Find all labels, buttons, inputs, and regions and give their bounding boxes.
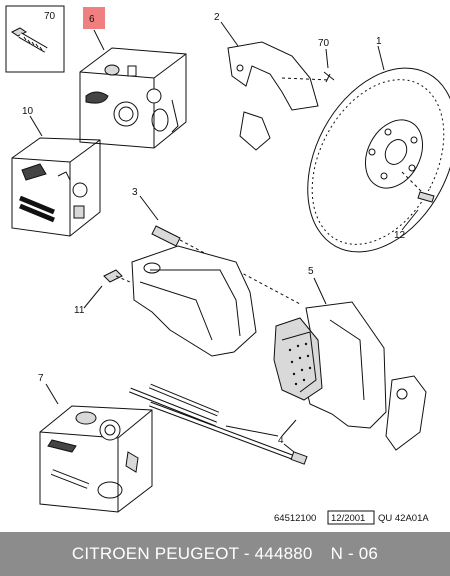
- callout-6: 6: [89, 14, 95, 25]
- guide-bolt-icon: [19, 195, 55, 215]
- clip-icon: [125, 451, 139, 473]
- boot-icon: [151, 108, 169, 132]
- bushing-icon: [146, 88, 162, 104]
- spring-icon: [57, 171, 71, 181]
- wheel-stud: 12: [394, 171, 435, 241]
- brake-pads: [273, 317, 323, 401]
- callout-4: 4: [278, 435, 284, 446]
- callout-10: 10: [22, 106, 34, 117]
- highlight-callout-6: [83, 7, 105, 29]
- dust-shield: 2: [214, 12, 319, 151]
- pin-icon: [151, 225, 181, 247]
- cap-icon: [104, 64, 120, 76]
- piston-seal-icon: [75, 411, 97, 425]
- callout-2: 2: [214, 12, 220, 23]
- caliper-bolt-kit-box: 10: [11, 106, 101, 237]
- callout-3: 3: [132, 187, 138, 198]
- brake-disc: 1: [307, 36, 450, 253]
- footer-bar: CITROEN PEUGEOT - 444880 N - 06: [0, 532, 450, 576]
- spring-clip-icon: [171, 99, 179, 133]
- callout-12: 12: [394, 230, 406, 241]
- bleed-screw: 11: [74, 269, 131, 316]
- callout-11: 11: [74, 305, 85, 316]
- seal-ring-icon: [113, 101, 139, 127]
- ref-date: 12/2001: [331, 513, 365, 524]
- callout-1: 1: [376, 36, 382, 47]
- bolt-icon: [11, 27, 48, 53]
- ref-code: QU 42A01A: [378, 513, 429, 524]
- pad-clip-icon: [21, 163, 47, 181]
- pin-icon: [127, 65, 137, 77]
- screw-icon: [323, 71, 335, 83]
- piston-icon: [99, 419, 121, 441]
- caliper-body: [131, 245, 257, 357]
- bolt-kit-box: 70: [5, 5, 65, 73]
- caliper-bracket: 5: [303, 266, 427, 451]
- reference-line: 64512100 12/2001 QU 42A01A: [274, 510, 429, 525]
- piston-kit-box: 7: [38, 373, 153, 513]
- callout-70-box: 70: [44, 11, 56, 22]
- bracket-ear: [385, 375, 427, 451]
- footer-page: N - 06: [330, 544, 379, 563]
- stud-icon: [417, 191, 435, 203]
- footer-part-number: CITROEN PEUGEOT - 444880: [71, 544, 313, 563]
- ref-number: 64512100: [274, 513, 316, 524]
- callout-7: 7: [38, 373, 44, 384]
- brake-hoses: 4: [129, 383, 308, 465]
- exploded-brake-diagram: 70 6 2 70 1: [5, 5, 450, 525]
- shield-screw: 70: [281, 38, 335, 83]
- bellows-icon: [97, 481, 123, 499]
- clip-icon: [85, 91, 109, 104]
- callout-5: 5: [308, 266, 314, 277]
- cap-icon: [72, 182, 88, 198]
- dust-boot-icon: [47, 439, 77, 453]
- callout-70: 70: [318, 38, 330, 49]
- pad-fitting-kit-box: 6: [79, 7, 187, 149]
- bleed-screw-icon: [103, 269, 123, 283]
